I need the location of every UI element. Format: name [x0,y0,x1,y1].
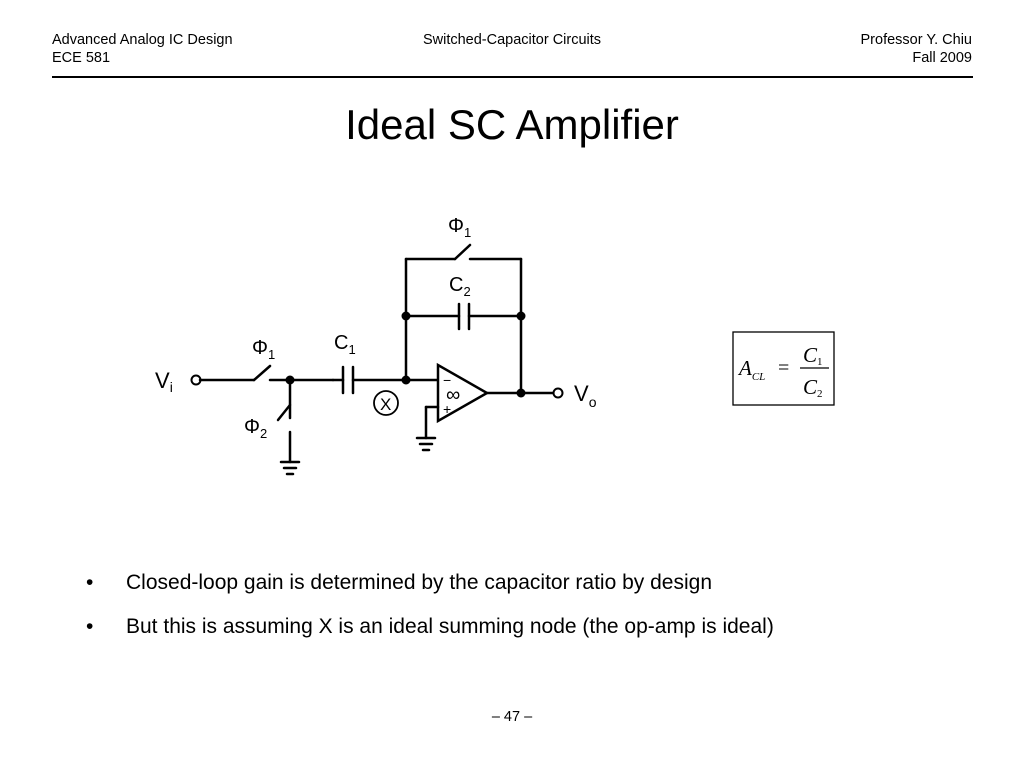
bullet-text: But this is assuming X is an ideal summi… [126,615,774,638]
label-node-x: X [380,395,391,414]
label-c1: C1 [334,332,356,357]
bullet-text: Closed-loop gain is determined by the ca… [126,571,713,594]
opamp-triangle [436,362,490,424]
formula-numerator: C1 [803,343,823,368]
label-phi1-feedback: Φ1 [448,215,471,240]
list-item: • Closed-loop gain is determined by the … [86,568,774,598]
label-vi: Vi [155,368,173,395]
switch-phi2 [276,403,292,422]
switch-phi1-feedback [453,243,472,261]
node-x-marker [373,390,399,416]
vo-terminal [552,387,564,399]
label-phi2: Φ2 [244,416,267,441]
list-item: • But this is assuming X is an ideal sum… [86,612,774,642]
header-left: Advanced Analog IC Design ECE 581 [52,31,233,67]
label-phi1-input: Φ1 [252,337,275,362]
label-c2: C2 [449,274,471,299]
label-vo: Vo [574,381,597,410]
professor-name: Professor Y. Chiu [860,32,973,48]
header-right: Professor Y. Chiu Fall 2009 [861,31,973,67]
junction-switch-node [285,375,295,385]
switch-phi1-input [252,364,272,382]
opamp-gain-label: ∞ [446,384,460,406]
formula-eq: = [778,357,789,379]
opamp-plus-label: + [443,401,451,417]
opamp-minus-label: − [443,372,451,388]
header-divider [52,76,973,78]
page-number: – 47 – [491,709,533,725]
course-name: Advanced Analog IC Design [52,32,233,48]
junction-c2-right [516,311,526,321]
bullet-marker: • [86,615,94,638]
header-topic: Switched-Capacitor Circuits [422,32,602,48]
junction-x-node [401,375,411,385]
slide-title: Ideal SC Amplifier [345,101,679,148]
junction-c2-left [401,311,411,321]
bullet-marker: • [86,571,94,594]
formula-denominator: C2 [803,375,823,400]
formula: ACL = C1 C2 [737,343,829,400]
circuit-diagram: Vi Vo Φ1 Φ1 Φ2 C1 C2 X − + ∞ ACL = C1 C2 [155,215,835,476]
formula-lhs: ACL [737,356,765,383]
term: Fall 2009 [912,50,972,66]
bullet-list: • Closed-loop gain is determined by the … [86,568,774,656]
junction-output [516,388,526,398]
course-code: ECE 581 [52,50,111,66]
